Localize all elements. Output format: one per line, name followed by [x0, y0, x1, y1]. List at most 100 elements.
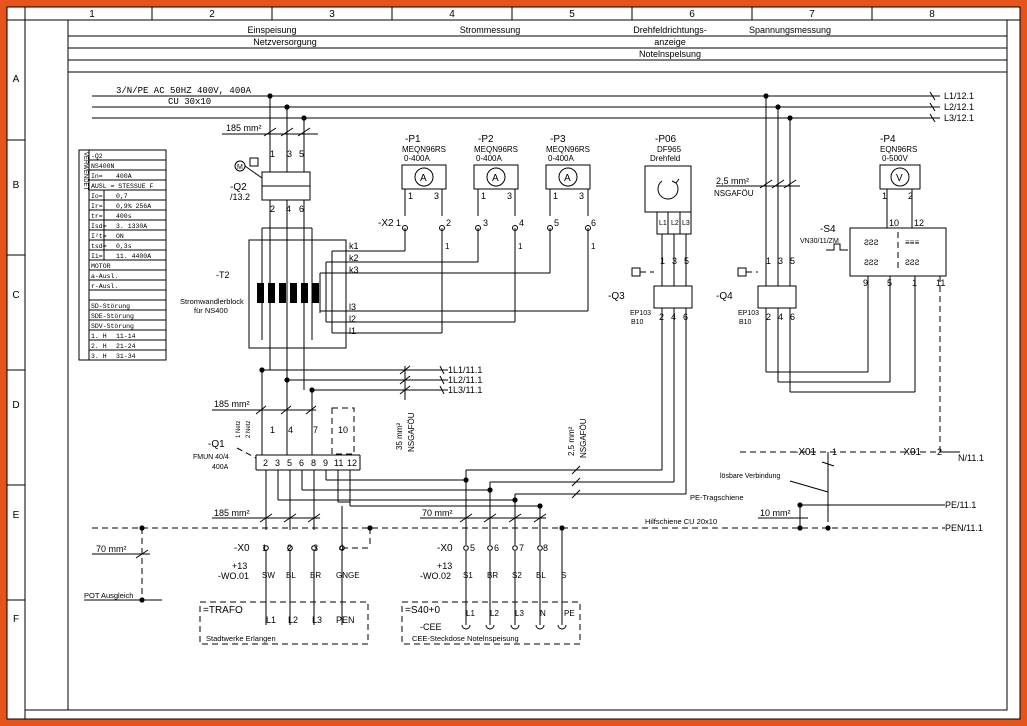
- bus-l2-ref: L2/12.1: [944, 102, 974, 112]
- table-cell-value: ON: [116, 233, 124, 240]
- svg-text:N: N: [540, 609, 546, 618]
- svg-text:3: 3: [275, 458, 280, 468]
- svg-text:1: 1: [481, 191, 486, 201]
- breaker-q2: 1 3 5 2 4 6 -Q2 /13.2 M: [230, 149, 311, 228]
- svg-text:4: 4: [519, 218, 524, 228]
- table-cell-value: 400A: [116, 173, 132, 180]
- branch-bus: 1L1/11.1 1L2/11.1 1L3/11.1 35 mm² NSGAFÖ…: [259, 365, 482, 452]
- table-cell-key: a-Ausl.: [91, 273, 118, 280]
- row-label: D: [12, 400, 19, 411]
- svg-text:12: 12: [347, 458, 357, 468]
- svg-text:=TRAFO: =TRAFO: [203, 605, 243, 616]
- terminal-x0-right: -X0 5 6 7 8 +13 -WO.02 S1 BR S2 BL S: [420, 528, 566, 625]
- table-cell-value: 11. 4400A: [116, 253, 151, 260]
- svg-text:ƧƧƧ: ƧƧƧ: [864, 239, 879, 248]
- svg-text:PE/11.1: PE/11.1: [945, 500, 976, 510]
- svg-text:3: 3: [287, 149, 292, 159]
- svg-text:2,5 mm²: 2,5 mm²: [716, 176, 749, 186]
- ct-wiring: -X2 1 2 3 4 5 6 1 1 1: [346, 218, 596, 334]
- svg-text:1: 1: [270, 425, 275, 435]
- svg-text:-Q1: -Q1: [208, 439, 225, 450]
- svg-text:4: 4: [778, 312, 783, 322]
- svg-text:5: 5: [790, 256, 795, 266]
- svg-text:A: A: [492, 173, 499, 184]
- bus-l3-ref: L3/12.1: [944, 113, 974, 123]
- table-cell-key: Isd=: [91, 223, 107, 230]
- table-cell-key: SDE-Störung: [91, 313, 134, 320]
- svg-text:3: 3: [672, 256, 677, 266]
- q2-cable-size: 185 mm²: [226, 123, 262, 133]
- svg-text:BL: BL: [286, 571, 296, 580]
- svg-text:3: 3: [483, 218, 488, 228]
- header-spannungsmessung: Spannungsmessung: [749, 25, 831, 35]
- header-strommessung: Strommessung: [460, 25, 521, 35]
- column-ruler: 1 2 3 4 5 6 7 8: [89, 7, 935, 20]
- svg-text:70 mm²: 70 mm²: [96, 544, 127, 554]
- svg-text:4: 4: [339, 543, 344, 553]
- svg-text:6: 6: [591, 218, 596, 228]
- svg-text:2: 2: [908, 191, 913, 201]
- svg-text:PEN: PEN: [336, 615, 355, 625]
- svg-text:Stromwandlerblock: Stromwandlerblock: [180, 297, 244, 306]
- cee-wiring: 2,5 mm² NSGAFÖU: [278, 418, 686, 545]
- row-label: B: [13, 180, 20, 191]
- svg-text:k2: k2: [349, 253, 359, 263]
- svg-text:12: 12: [914, 218, 924, 228]
- svg-text:k1: k1: [349, 241, 359, 251]
- svg-text:EQN96RS: EQN96RS: [880, 145, 917, 154]
- svg-text:MEQN96RS: MEQN96RS: [402, 145, 446, 154]
- svg-text:EP103: EP103: [630, 310, 651, 317]
- header-drehfeld: Drehfeldrichtungs-: [633, 25, 707, 35]
- svg-text:-P4: -P4: [880, 134, 896, 145]
- svg-text:B10: B10: [739, 319, 752, 326]
- svg-text:0-400A: 0-400A: [476, 154, 502, 163]
- header-band: Einspeisung Netzversorgung Strommessung …: [68, 25, 1007, 73]
- svg-text:L3: L3: [682, 220, 690, 227]
- table-cell-value: 400s: [116, 213, 132, 220]
- svg-text:-CEE: -CEE: [420, 622, 442, 632]
- row-ruler: A B C D E F: [7, 74, 25, 625]
- svg-text:7: 7: [519, 543, 524, 553]
- header-einspeisung: Einspeisung: [247, 25, 296, 35]
- table-cell-key: r-Ausl.: [91, 283, 118, 290]
- header-netzversorgung: Netzversorgung: [253, 37, 317, 47]
- svg-text:NSGAFÖU: NSGAFÖU: [579, 418, 588, 458]
- q2-feeders: 185 mm²: [222, 96, 318, 172]
- row-label: A: [13, 74, 20, 85]
- svg-text:L1: L1: [466, 609, 475, 618]
- svg-text:1: 1: [660, 256, 665, 266]
- svg-text:7: 7: [313, 425, 318, 435]
- lower-left-cables: 185 mm² 70 mm² 70 mm² POT Ausgleich: [84, 506, 547, 603]
- table-cell-value: 21-24: [116, 343, 136, 350]
- svg-text:-Q4: -Q4: [716, 291, 733, 302]
- svg-text:B10: B10: [631, 319, 644, 326]
- svg-text:1: 1: [766, 256, 771, 266]
- svg-text:9: 9: [323, 458, 328, 468]
- svg-text:S2: S2: [512, 571, 522, 580]
- ammeter-p1: -P1 MEQN96RS 0-400A A 1 3: [401, 134, 447, 216]
- svg-text:0-500V: 0-500V: [882, 154, 908, 163]
- table-cell-key: In=: [91, 173, 103, 180]
- trafo-box: =TRAFO L1 L2 L3 PEN Stadtwerke Erlangen: [199, 601, 369, 645]
- table-cell-key: -Q2: [91, 153, 103, 160]
- svg-text:k3: k3: [349, 265, 359, 275]
- svg-text:-S4: -S4: [820, 224, 836, 235]
- svg-text:-Q3: -Q3: [608, 291, 625, 302]
- row-label: F: [13, 614, 19, 625]
- svg-text:5: 5: [470, 543, 475, 553]
- svg-text:-P1: -P1: [405, 134, 421, 145]
- svg-text:1L3/11.1: 1L3/11.1: [448, 385, 482, 395]
- svg-text:1: 1: [262, 543, 267, 553]
- svg-text:PEN/11.1: PEN/11.1: [945, 523, 983, 533]
- svg-text:FMUN 40/4: FMUN 40/4: [193, 454, 229, 461]
- current-transformer-t2: -T2 Stromwandlerblock für NS400 k1 k2 k3…: [180, 227, 359, 390]
- svg-text:S: S: [561, 571, 566, 580]
- row-label: C: [12, 290, 19, 301]
- x2-label: -X2: [378, 218, 394, 229]
- bus-l1-ref: L1/12.1: [944, 91, 974, 101]
- table-cell-value: 11-14: [116, 333, 136, 340]
- svg-text:l2: l2: [349, 314, 356, 324]
- table-cell-key: 1. H: [91, 333, 107, 340]
- svg-text:2,5 mm²: 2,5 mm²: [567, 426, 576, 456]
- paper: [7, 7, 1020, 719]
